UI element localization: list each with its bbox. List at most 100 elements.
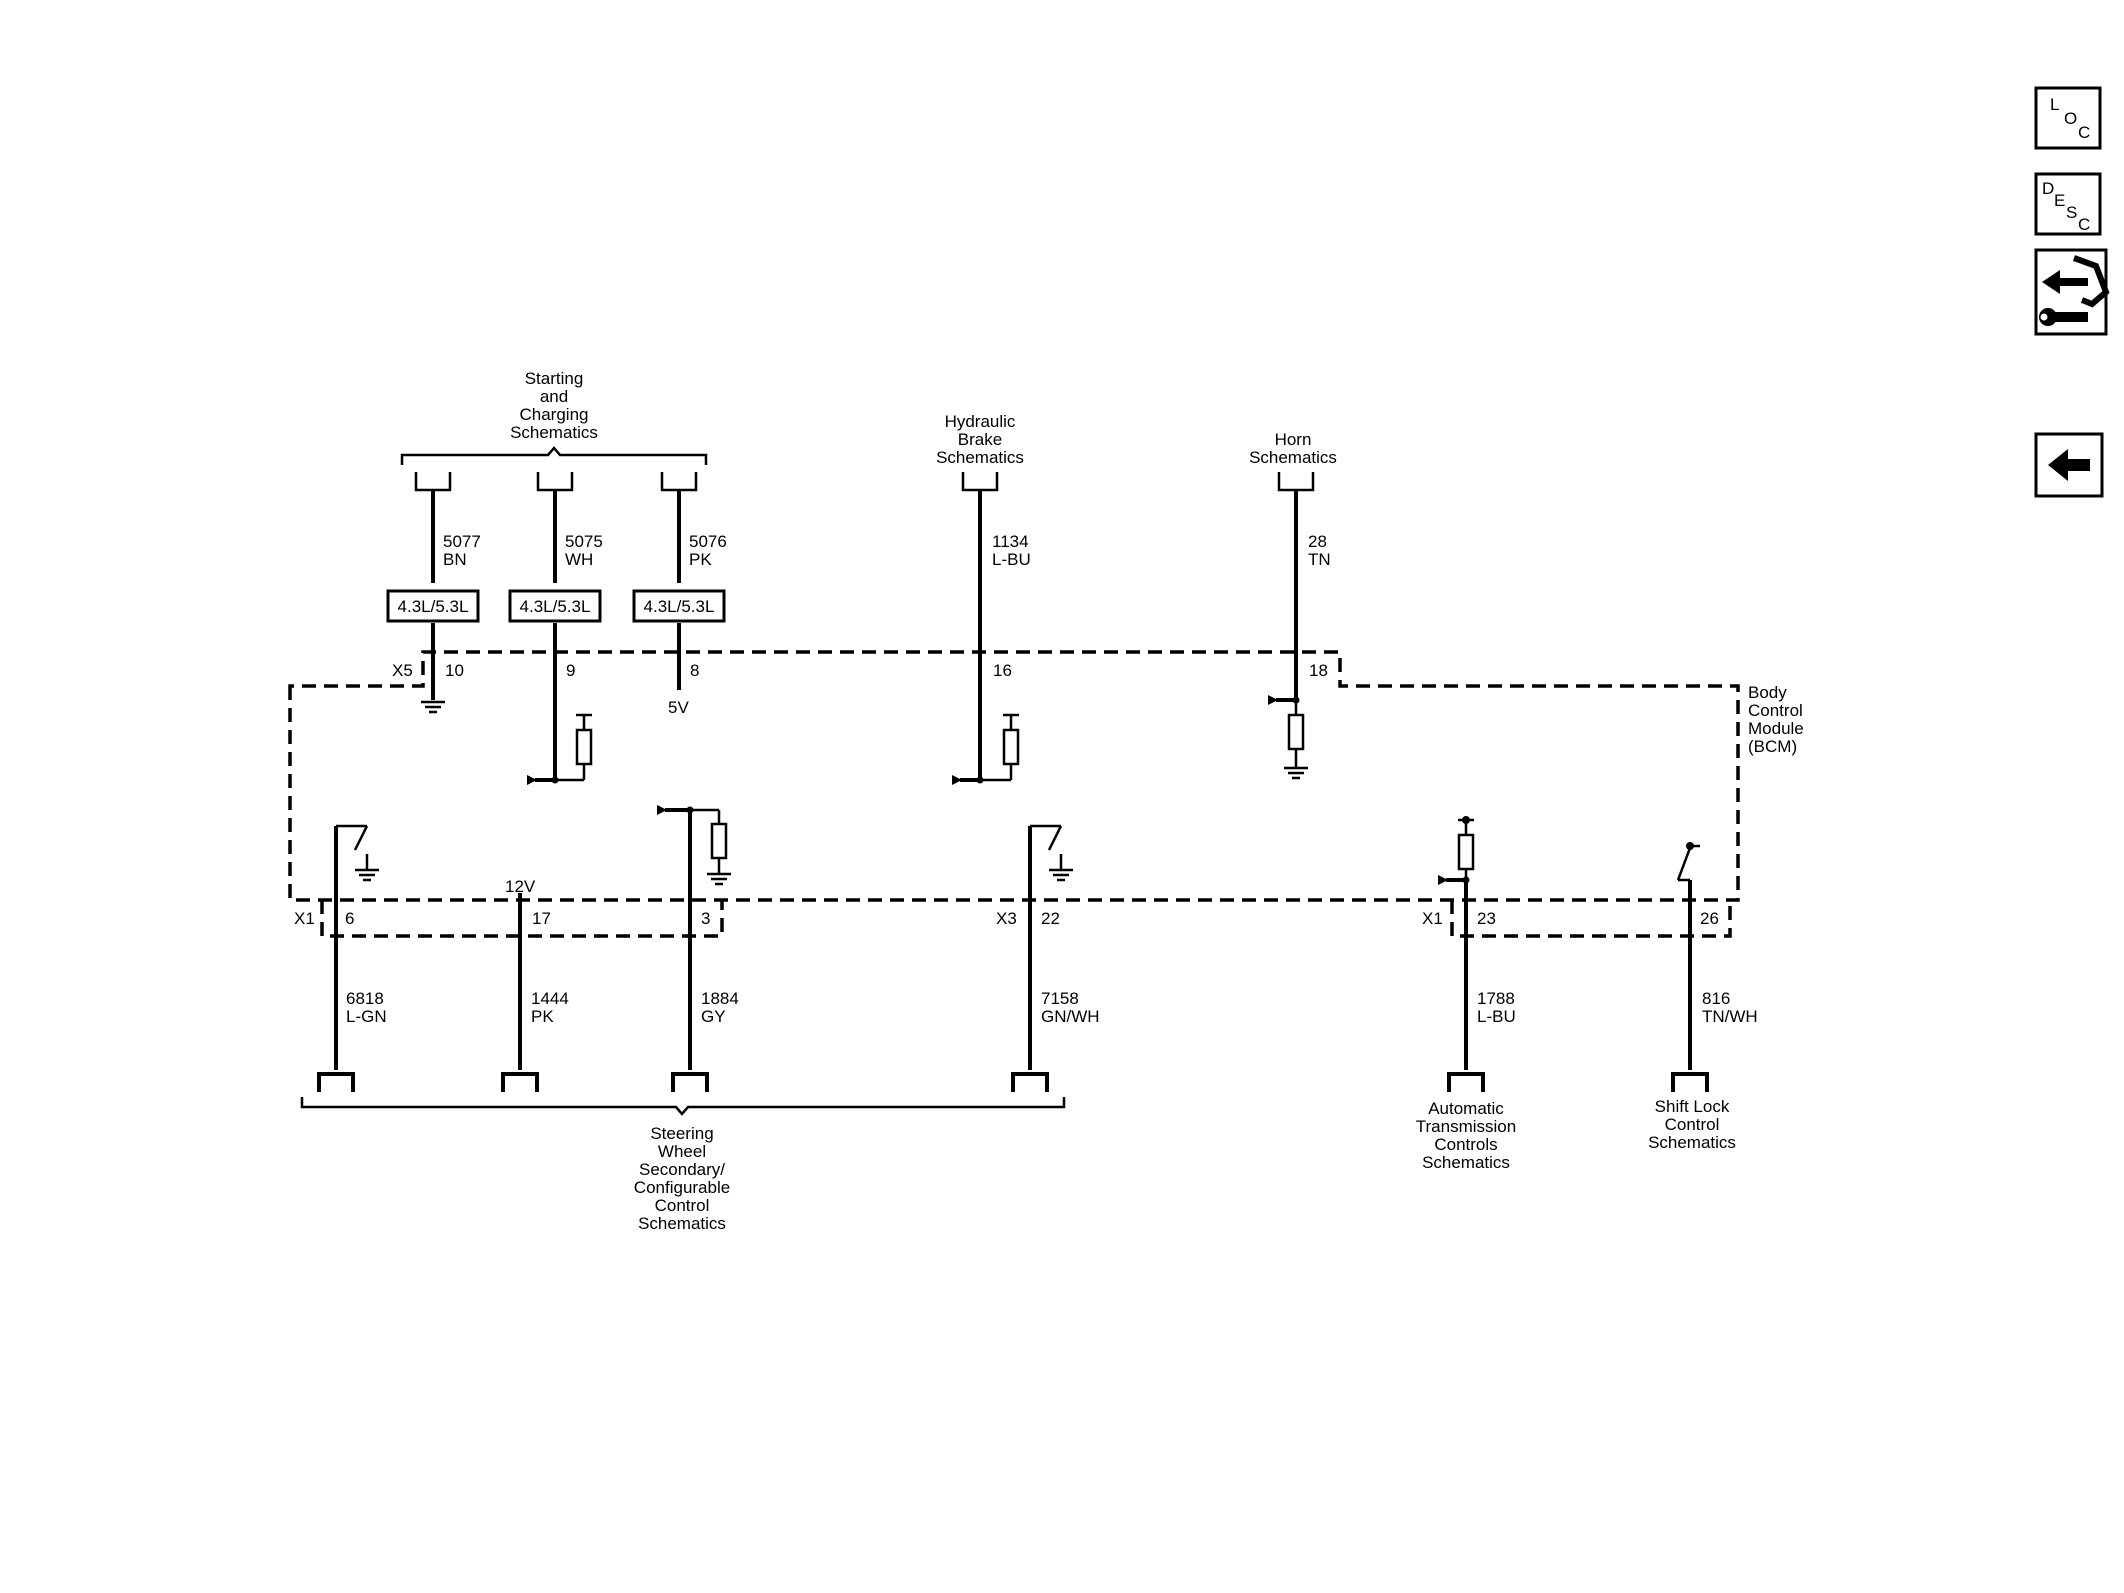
svg-text:Controls: Controls	[1434, 1135, 1497, 1154]
pin-26-label: 26	[1700, 909, 1719, 928]
shift-lock-reference[interactable]: Shift Lock Control Schematics	[1648, 1097, 1736, 1152]
svg-text:PK: PK	[531, 1007, 554, 1026]
switch-circuit-pin26	[1676, 842, 1700, 1070]
svg-text:Schematics: Schematics	[936, 448, 1024, 467]
svg-text:5075: 5075	[565, 532, 603, 551]
pin-3-label: 3	[701, 909, 710, 928]
input-circuit-pin16	[952, 713, 1020, 785]
connector-tool-icon[interactable]	[2034, 248, 2110, 336]
svg-text:Configurable: Configurable	[634, 1178, 730, 1197]
engine-option-box-1: 4.3L/5.3L	[386, 589, 480, 623]
wire-label-7158: 7158 GN/WH	[1041, 989, 1100, 1026]
svg-text:Body: Body	[1748, 683, 1787, 702]
svg-text:816: 816	[1702, 989, 1730, 1008]
svg-text:4.3L/5.3L: 4.3L/5.3L	[398, 597, 469, 616]
pin-8-label: 8	[690, 661, 699, 680]
svg-text:O: O	[2064, 109, 2077, 128]
wire-label-1134: 1134 L-BU	[992, 532, 1031, 569]
steering-wheel-reference[interactable]: Steering Wheel Secondary/ Configurable C…	[634, 1124, 730, 1233]
steering-bracket	[300, 1097, 1066, 1116]
svg-text:and: and	[540, 387, 568, 406]
svg-text:TN: TN	[1308, 550, 1331, 569]
svg-text:Schematics: Schematics	[1648, 1133, 1736, 1152]
wire-label-28: 28 TN	[1308, 532, 1331, 569]
svg-text:C: C	[2078, 123, 2090, 142]
svg-text:Horn: Horn	[1275, 430, 1312, 449]
svg-text:1134: 1134	[992, 532, 1029, 551]
svg-text:Charging: Charging	[520, 405, 589, 424]
input-circuit-pin18	[1268, 695, 1308, 780]
svg-text:4.3L/5.3L: 4.3L/5.3L	[520, 597, 591, 616]
svg-text:PK: PK	[689, 550, 712, 569]
desc-icon[interactable]: D E S C	[2034, 172, 2102, 236]
output-circuit-pin3	[657, 805, 731, 1070]
svg-text:1444: 1444	[531, 989, 569, 1008]
engine-option-box-2: 4.3L/5.3L	[508, 589, 602, 623]
svg-text:Shift Lock: Shift Lock	[1655, 1097, 1730, 1116]
wire-label-6818: 6818 L-GN	[346, 989, 387, 1026]
svg-text:L-GN: L-GN	[346, 1007, 387, 1026]
svg-text:E: E	[2054, 191, 2065, 210]
top-wires	[431, 490, 1298, 780]
svg-text:Starting: Starting	[525, 369, 584, 388]
svg-text:Transmission: Transmission	[1416, 1117, 1516, 1136]
svg-text:S: S	[2066, 203, 2077, 222]
input-circuit-pin9	[527, 713, 593, 785]
svg-text:Schematics: Schematics	[510, 423, 598, 442]
pin-16-label: 16	[993, 661, 1012, 680]
svg-text:Schematics: Schematics	[1422, 1153, 1510, 1172]
pin-23-label: 23	[1477, 909, 1496, 928]
svg-text:6818: 6818	[346, 989, 384, 1008]
output-circuit-pin23	[1438, 816, 1475, 1070]
svg-text:Automatic: Automatic	[1428, 1099, 1504, 1118]
svg-text:1788: 1788	[1477, 989, 1515, 1008]
pin-17-label: 17	[532, 909, 551, 928]
svg-text:(BCM): (BCM)	[1748, 737, 1797, 756]
svg-text:L-BU: L-BU	[992, 550, 1031, 569]
svg-text:Steering: Steering	[650, 1124, 713, 1143]
connector-x1b-label: X1	[1422, 909, 1443, 928]
wire-label-816: 816 TN/WH	[1702, 989, 1758, 1026]
voltage-5v-label: 5V	[668, 698, 689, 717]
hydraulic-brake-reference[interactable]: Hydraulic Brake Schematics	[936, 412, 1024, 467]
starting-bracket	[400, 446, 708, 465]
connector-x5-label: X5	[392, 661, 413, 680]
svg-text:5077: 5077	[443, 532, 481, 551]
switch-circuit-pin6	[334, 824, 379, 1070]
svg-text:1884: 1884	[701, 989, 739, 1008]
automatic-transmission-reference[interactable]: Automatic Transmission Controls Schemati…	[1416, 1099, 1516, 1172]
connector-x3-label: X3	[996, 909, 1017, 928]
pin-18-label: 18	[1309, 661, 1328, 680]
loc-icon[interactable]: L O C	[2034, 86, 2102, 150]
back-arrow-icon[interactable]	[2034, 432, 2104, 498]
svg-text:Control: Control	[655, 1196, 710, 1215]
wire-label-5076: 5076 PK	[689, 532, 727, 569]
wire-label-1884: 1884 GY	[701, 989, 739, 1026]
wire-label-5077: 5077 BN	[443, 532, 481, 569]
svg-text:L-BU: L-BU	[1477, 1007, 1516, 1026]
pin-9-label: 9	[566, 661, 575, 680]
svg-text:Control: Control	[1748, 701, 1803, 720]
x1b-connector-outline	[1450, 900, 1732, 938]
svg-text:28: 28	[1308, 532, 1327, 551]
svg-text:Hydraulic: Hydraulic	[945, 412, 1016, 431]
svg-text:4.3L/5.3L: 4.3L/5.3L	[644, 597, 715, 616]
svg-text:Wheel: Wheel	[658, 1142, 706, 1161]
svg-text:Module: Module	[1748, 719, 1804, 738]
connector-x1-label: X1	[294, 909, 315, 928]
pin-6-label: 6	[345, 909, 354, 928]
svg-text:BN: BN	[443, 550, 467, 569]
svg-text:L: L	[2050, 95, 2059, 114]
svg-text:TN/WH: TN/WH	[1702, 1007, 1758, 1026]
pin-22-label: 22	[1041, 909, 1060, 928]
bcm-boundary	[288, 650, 1740, 902]
x1-connector-outline	[320, 900, 724, 938]
voltage-12v-label: 12V	[505, 877, 536, 896]
ground-symbol-pin10	[421, 690, 445, 714]
svg-text:Schematics: Schematics	[638, 1214, 726, 1233]
horn-reference[interactable]: Horn Schematics	[1249, 430, 1337, 467]
svg-text:C: C	[2078, 215, 2090, 234]
switch-circuit-pin22	[1028, 824, 1073, 1070]
starting-charging-reference[interactable]: Starting and Charging Schematics	[510, 369, 598, 442]
